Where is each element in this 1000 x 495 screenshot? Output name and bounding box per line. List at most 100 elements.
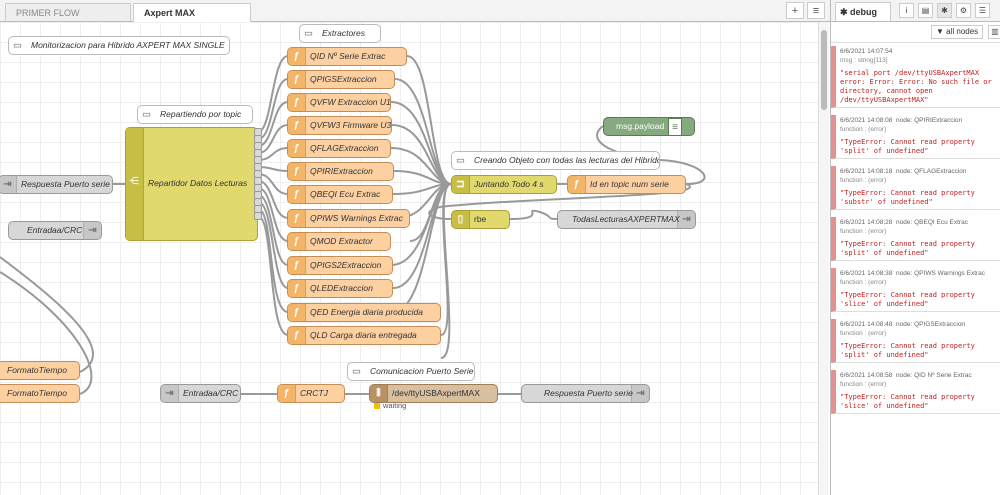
- database-icon[interactable]: ☰: [975, 3, 990, 18]
- message-meta: 6/6/2021 14:08:38 node: QPIWS Warnings E…: [840, 270, 1000, 278]
- node-label: Id en topic num serie: [590, 179, 669, 189]
- add-tab-button[interactable]: +: [786, 2, 804, 19]
- function-qld[interactable]: ƒ QLD Carga diaria entregada: [287, 326, 441, 345]
- comment-extractores[interactable]: ▭Extractores: [299, 24, 381, 43]
- node-label: Repartidor Datos Lecturas: [148, 178, 248, 188]
- tab-axpert-max[interactable]: Axpert MAX: [133, 3, 251, 22]
- link-out-icon: ⇥: [83, 222, 101, 239]
- scrollbar-thumb[interactable]: [821, 30, 827, 110]
- message-type: msg : string[113]: [840, 57, 888, 64]
- message-meta: 6/6/2021 14:08:28 node: QBEQI Ecu Extrac: [840, 219, 1000, 227]
- message-node[interactable]: node: QID Nº Serie Extrac: [896, 372, 972, 379]
- debug-message: 6/6/2021 14:08:58 node: QID Nº Serie Ext…: [831, 370, 1000, 414]
- wires-layer: [0, 55, 706, 395]
- rbe-node[interactable]: ▯rbe: [451, 210, 510, 229]
- join-juntando[interactable]: ⊐Juntando Todo 4 s: [451, 175, 557, 194]
- debug-toggle-icon[interactable]: ≡: [668, 118, 682, 135]
- link-out-icon: ⇥: [631, 385, 649, 402]
- switch-repartidor[interactable]: ⋲ Repartidor Datos Lecturas: [125, 127, 258, 241]
- message-body: "TypeError: Cannot read property 'split'…: [840, 240, 980, 257]
- tab-label: Axpert MAX: [144, 8, 196, 18]
- node-label: QLD Carga diaria entregada: [310, 330, 417, 340]
- tab-label: PRIMER FLOW: [16, 8, 80, 18]
- message-type: function : (error): [840, 126, 887, 133]
- message-meta: 6/6/2021 14:07:54: [840, 48, 1000, 56]
- comment-label: Comunicacion Puerto Serie: [370, 366, 474, 376]
- filter-dropdown[interactable]: ▼ all nodes: [931, 25, 984, 39]
- node-label: QVFW Extraccion U1: [310, 97, 391, 107]
- debug-toolbar: ▼ all nodes ▥: [831, 22, 1000, 43]
- tab-list-button[interactable]: ≡: [807, 2, 825, 19]
- comment-icon: ▭: [352, 366, 361, 376]
- message-node[interactable]: node: QFLAGExtraccion: [896, 168, 967, 175]
- link-in-icon: ⇥: [161, 385, 179, 402]
- function-formato-tiempo-2[interactable]: FormatoTiempo: [0, 384, 80, 403]
- info-icon[interactable]: i: [899, 3, 914, 18]
- message-node[interactable]: node: QPIRIExtraccion: [896, 117, 963, 124]
- message-body: "TypeError: Cannot read property 'substr…: [840, 189, 980, 206]
- trash-icon[interactable]: ▥: [988, 25, 1000, 39]
- workspace-tab-bar: PRIMER FLOW Axpert MAX + ≡: [0, 0, 830, 22]
- node-label: QLEDExtraccion: [310, 283, 373, 293]
- node-label: FormatoTiempo: [7, 388, 67, 398]
- comment-label: Monitorizacion para Hibrido AXPERT MAX S…: [31, 40, 225, 50]
- message-time: 6/6/2021 14:08:18: [840, 168, 893, 175]
- node-label: QPIGS2Extraccion: [310, 260, 382, 270]
- message-body: "TypeError: Cannot read property 'split'…: [840, 138, 980, 155]
- tab-debug[interactable]: ✱ debug: [835, 2, 891, 21]
- function-icon: ƒ: [288, 327, 306, 344]
- comment-creando-objeto[interactable]: ▭Creando Objeto con todas las lecturas d…: [451, 151, 660, 170]
- message-node[interactable]: node: QPIWS Warnings Extrac: [896, 270, 986, 277]
- message-node[interactable]: node: QBEQI Ecu Extrac: [896, 219, 968, 226]
- message-body: "serial port /dev/ttyUSBAxpertMAX error:…: [840, 69, 996, 104]
- message-type: function : (error): [840, 177, 887, 184]
- bug-icon[interactable]: ✱: [937, 3, 952, 18]
- function-icon: ƒ: [288, 140, 306, 157]
- function-icon: ƒ: [288, 210, 306, 227]
- node-label: QBEQI Ecu Extrac: [310, 189, 381, 199]
- comment-repartiendo[interactable]: ▭Repartiendo por topic: [137, 105, 253, 124]
- message-time: 6/6/2021 14:08:38: [840, 270, 893, 277]
- function-icon: ƒ: [278, 385, 296, 402]
- comment-icon: ▭: [13, 40, 22, 50]
- link-respuesta-bottom[interactable]: Respuesta Puerto serie⇥: [521, 384, 650, 403]
- serial-port-node[interactable]: ⫴/dev/ttyUSBAxpertMAX: [369, 384, 498, 403]
- link-entrada-crc[interactable]: Entradaa/CRC⇥: [8, 221, 102, 240]
- function-crctj[interactable]: ƒ CRCTJ: [277, 384, 345, 403]
- tab-primer-flow[interactable]: PRIMER FLOW: [5, 3, 131, 21]
- message-time: 6/6/2021 14:08:08: [840, 117, 893, 124]
- link-todas-lecturas[interactable]: TodasLecturasAXPERTMAX⇥: [557, 210, 696, 229]
- node-label: Entradaa/CRC: [27, 225, 83, 235]
- function-formato-tiempo-1[interactable]: FormatoTiempo: [0, 361, 80, 380]
- comment-comunicacion[interactable]: ▭ Comunicacion Puerto Serie: [347, 362, 475, 381]
- node-label: CRCTJ: [300, 388, 328, 398]
- flow-workspace[interactable]: ▭ Monitorizacion para Hibrido AXPERT MAX …: [0, 22, 828, 495]
- comment-label: Creando Objeto con todas las lecturas de…: [474, 155, 660, 165]
- book-icon[interactable]: ▤: [918, 3, 933, 18]
- comment-monitorizacion[interactable]: ▭ Monitorizacion para Hibrido AXPERT MAX …: [8, 36, 230, 55]
- switch-output-port[interactable]: [254, 212, 262, 220]
- workspace-scrollbar[interactable]: [818, 22, 829, 495]
- message-node[interactable]: node: QPIGSExtraccion: [896, 321, 966, 328]
- link-respuesta-puerto-serie[interactable]: ⇥Respuesta Puerto serie: [0, 175, 113, 194]
- message-meta: 6/6/2021 14:08:18 node: QFLAGExtraccion: [840, 168, 1000, 176]
- link-entrada-crc-bottom[interactable]: ⇥Entradaa/CRC: [160, 384, 241, 403]
- message-body: "TypeError: Cannot read property 'slice'…: [840, 393, 980, 410]
- node-label: TodasLecturasAXPERTMAX: [572, 214, 680, 224]
- debug-msg-payload[interactable]: msg.payload≡: [603, 117, 695, 136]
- debug-message: 6/6/2021 14:08:08 node: QPIRIExtraccion …: [831, 115, 1000, 159]
- gear-icon[interactable]: ⚙: [956, 3, 971, 18]
